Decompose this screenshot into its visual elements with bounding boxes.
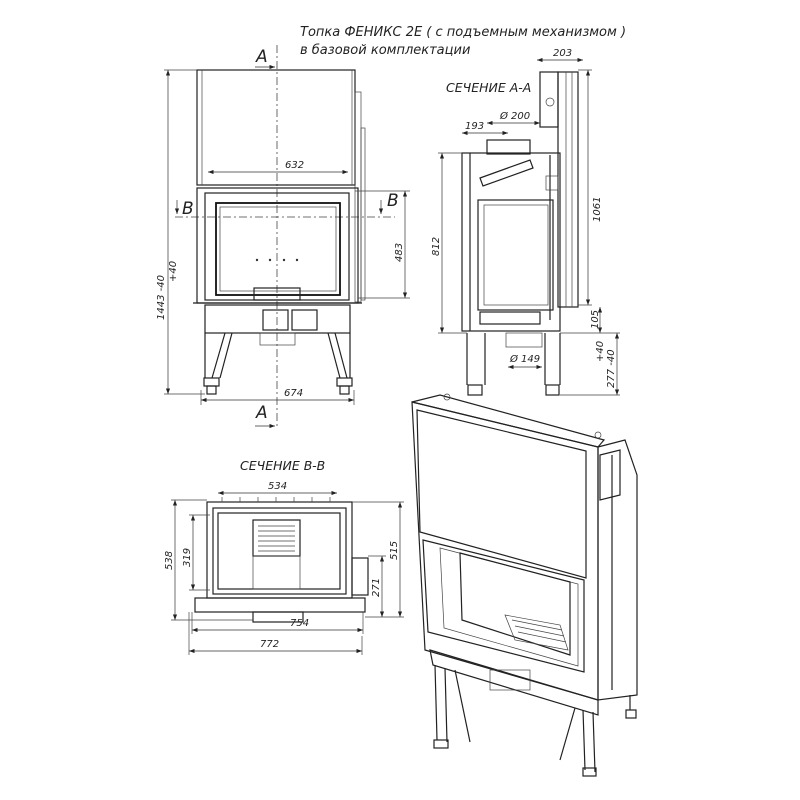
door-handle (253, 287, 301, 301)
dim-diameter-200: Ø 200 (499, 110, 530, 122)
dim-515: 515 (389, 541, 400, 560)
isometric-view (411, 393, 638, 777)
section-aa-label: СЕЧЕНИЕ А-А (446, 80, 531, 95)
dim-271: 271 (371, 578, 382, 597)
section-aa-view: СЕЧЕНИЕ А-А 203 Ø 200 193 812 1061 (431, 48, 620, 396)
section-b-label-right: B (387, 191, 399, 211)
rear-grille (252, 519, 301, 557)
dim-277-tol: +40 (595, 341, 606, 362)
iso-door-opening (422, 539, 585, 673)
dim-1061: 1061 (592, 197, 603, 222)
dim-193: 193 (465, 121, 484, 132)
flue-outlet (486, 139, 531, 155)
section-a-label-bottom: A (255, 403, 268, 423)
iso-lift-panel (416, 409, 587, 579)
door-glass (215, 202, 341, 296)
lift-mechanism (539, 71, 559, 128)
side-bracket (351, 557, 369, 596)
dim-772: 772 (260, 639, 279, 650)
firebox-section (461, 152, 561, 332)
lift-panel (196, 69, 356, 186)
section-a-label-top: A (255, 47, 268, 67)
dim-105: 105 (590, 310, 601, 329)
dim-1443: 1443 -40 (156, 275, 167, 320)
dim-538: 538 (164, 551, 175, 570)
dim-203: 203 (553, 48, 572, 59)
dim-534: 534 (268, 481, 287, 492)
drawing-subtitle: в базовой комплектации (300, 43, 470, 58)
door-frame (196, 187, 359, 304)
drawing-title: Топка ФЕНИКС 2Е ( с подъемным механизмом… (300, 25, 626, 40)
dim-diameter-149: Ø 149 (509, 353, 540, 365)
dim-674: 674 (284, 388, 303, 399)
dim-319: 319 (182, 548, 193, 567)
dim-1443-tol: +40 (168, 261, 179, 282)
section-b-label-left: B (182, 199, 194, 219)
dim-754: 754 (290, 618, 309, 629)
front-view: A A B B 632 674 1443 -40 +40 483 (156, 45, 410, 429)
dim-812: 812 (431, 237, 442, 256)
dim-277: 277 -40 (606, 349, 617, 388)
dim-632: 632 (285, 160, 304, 171)
base-frame (204, 304, 351, 334)
firebox-plan (206, 501, 353, 599)
section-bb-view: СЕЧЕНИЕ B-B 534 538 319 515 271 754 772 (164, 458, 404, 655)
section-bb-label: СЕЧЕНИЕ B-B (240, 458, 325, 473)
dim-483: 483 (394, 243, 405, 262)
